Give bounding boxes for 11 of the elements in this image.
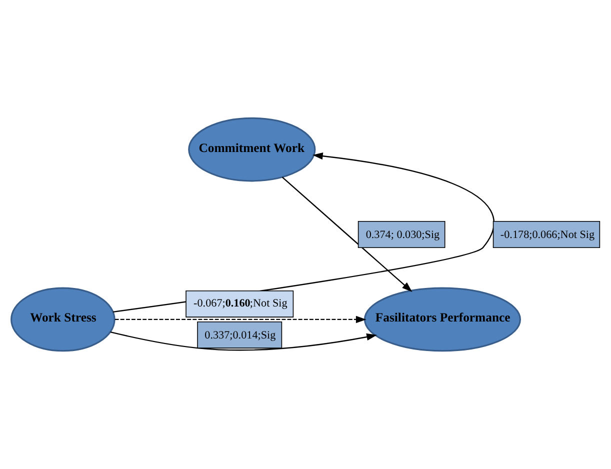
node-ellipse: Commitment Work <box>188 117 316 182</box>
edge-label: 0.337;0.014;Sig <box>204 329 276 342</box>
edge-label: -0.067;0.160;Not Sig <box>194 298 288 310</box>
node-ellipse: Work Stress <box>10 287 116 352</box>
node-ellipse: Fasilitators Performance <box>364 287 521 352</box>
edge-label: 0.374; 0.030;Sig <box>366 228 440 241</box>
arrow <box>113 152 494 313</box>
edge-label: -0.178;0.066;Not Sig <box>500 228 595 241</box>
arrow <box>114 316 366 324</box>
arrow <box>282 176 412 292</box>
arrow <box>110 332 377 351</box>
